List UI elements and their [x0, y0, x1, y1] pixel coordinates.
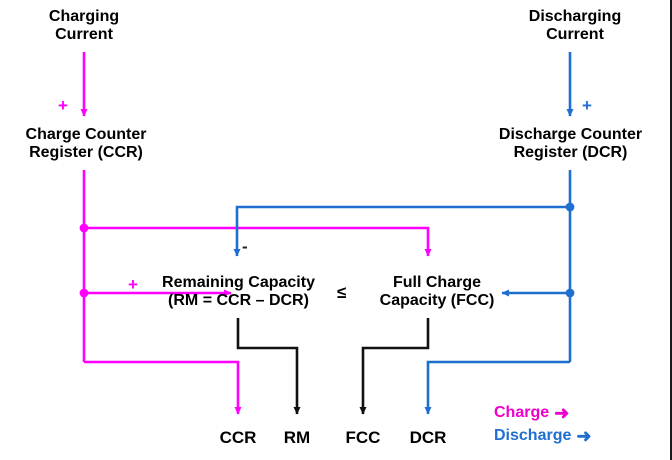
wire-dcr-to-rm	[233, 205, 570, 257]
wire-rm-to-output	[236, 318, 301, 415]
sign-rm-plus: +	[128, 275, 138, 294]
node-charging-current: Charging Current	[48, 8, 120, 43]
legend-item-charge: Charge ➜	[494, 404, 569, 422]
junction-dot-dcr-rm	[565, 202, 575, 212]
output-label-rm: RM	[283, 428, 311, 447]
junction-dot-ccr-fcc	[79, 223, 89, 233]
legend-discharge-label: Discharge	[494, 427, 572, 444]
sign-discharging-plus: +	[582, 96, 592, 115]
junction-dot-dcr-fcc	[565, 288, 575, 298]
junction-dots	[79, 202, 575, 298]
sign-charging-plus: +	[58, 96, 68, 115]
node-charge-counter-register: Charge Counter Register (CCR)	[25, 126, 147, 161]
legend-item-discharge: Discharge ➜	[494, 427, 591, 445]
output-label-ccr: CCR	[219, 428, 257, 447]
legend-charge-label: Charge	[494, 404, 550, 421]
wire-ccr-to-fcc	[84, 226, 432, 257]
wire-ccr-to-output	[84, 360, 242, 415]
node-discharge-counter-register: Discharge Counter Register (DCR)	[498, 126, 643, 161]
comparator-symbol: ≤	[337, 283, 347, 302]
node-full-charge-capacity: Full Charge Capacity (FCC)	[379, 274, 495, 309]
wire-fcc-to-output	[359, 318, 430, 415]
wire-dcr-to-output	[424, 360, 570, 415]
junction-dot-ccr-rm	[79, 288, 89, 298]
sign-rm-minus: -	[242, 237, 248, 256]
node-remaining-capacity: Remaining Capacity (RM = CCR – DCR)	[162, 274, 315, 309]
arrow-right-icon: ➜	[554, 403, 570, 423]
arrow-right-icon: ➜	[576, 426, 592, 446]
node-discharging-current: Discharging Current	[528, 8, 622, 43]
output-label-fcc: FCC	[345, 428, 381, 447]
output-label-dcr: DCR	[409, 428, 447, 447]
